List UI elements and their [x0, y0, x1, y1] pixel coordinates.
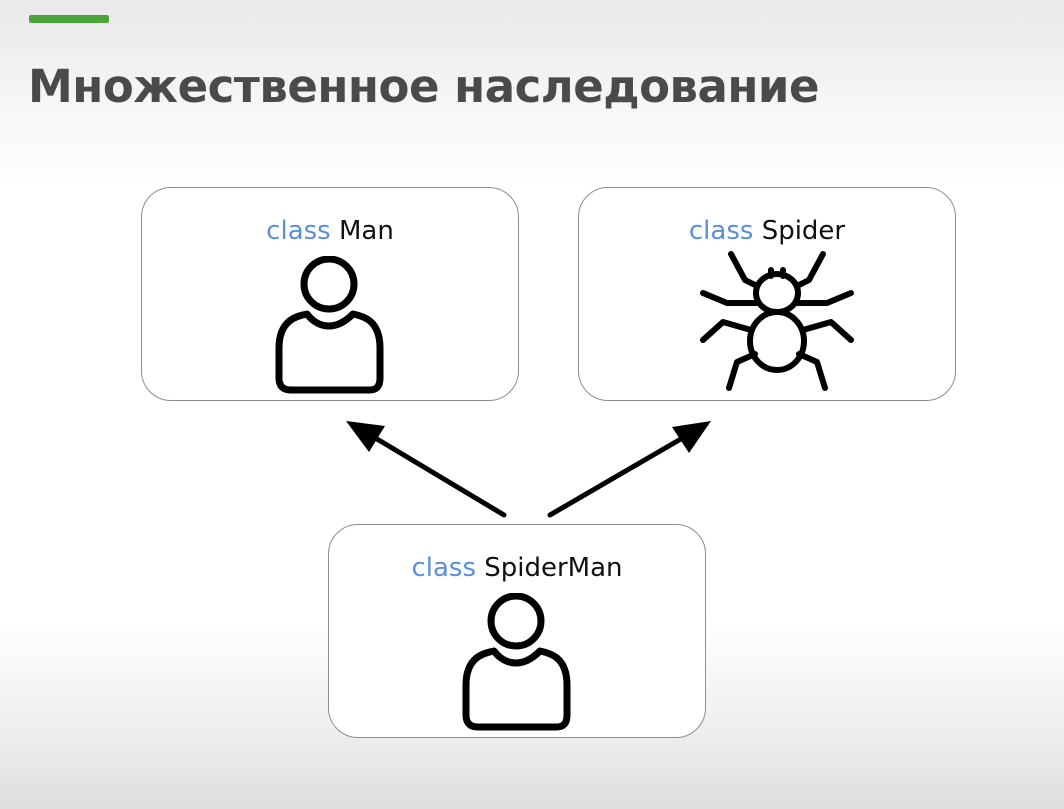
arrowhead-spider — [672, 421, 711, 453]
spider-icon — [700, 251, 854, 391]
class-name: Man — [338, 216, 394, 246]
arrowhead-man — [346, 421, 385, 452]
class-keyword: class — [688, 216, 754, 246]
class-keyword: class — [266, 216, 331, 246]
slide-title: Множественное наследование — [28, 60, 819, 113]
class-box-spider: class Spider — [578, 187, 956, 401]
class-box-spiderman: class SpiderMan — [328, 524, 706, 738]
class-name: SpiderMan — [484, 553, 623, 583]
class-name: Spider — [761, 216, 846, 246]
class-box-man: class Man — [141, 187, 519, 401]
class-keyword: class — [411, 553, 476, 583]
person-icon — [275, 256, 384, 394]
class-label-spider: class Spider — [579, 216, 955, 246]
person-icon — [462, 593, 571, 731]
arrow-spiderman-to-spider — [547, 433, 689, 518]
class-label-man: class Man — [142, 216, 518, 246]
class-label-spiderman: class SpiderMan — [329, 553, 705, 583]
arrow-spiderman-to-man — [369, 433, 507, 518]
accent-bar — [29, 15, 109, 23]
